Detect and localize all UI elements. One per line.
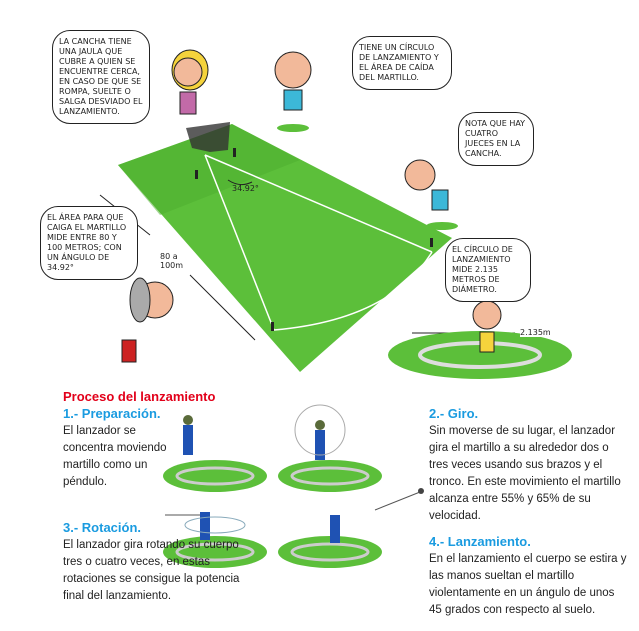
safety-cage-icon [186, 122, 230, 152]
step-title-release: 4.- Lanzamiento. [429, 534, 531, 549]
circle-width-label: 2.135m [520, 328, 551, 337]
character-girl-pigtails [472, 300, 502, 353]
character-grandma [121, 277, 174, 363]
character-girl-brown [404, 159, 458, 230]
step-text-rotation: El lanzador gira rotando su cuerpo tres … [63, 539, 240, 602]
step-illustration-preparation [163, 415, 267, 492]
throwing-circle [388, 331, 572, 379]
step-illustration-rotation [163, 512, 267, 568]
section-title: Proceso del lanzamiento [63, 389, 216, 404]
sector-line-right [204, 154, 433, 253]
step-title-preparation: 1.- Preparación. [63, 406, 161, 421]
speech-bubble-diameter: El círculo de lanzamiento mide 2.135 met… [445, 238, 531, 302]
sector-arc [273, 251, 433, 331]
speech-bubble-judges: Nota que hay cuatro jueces en la cancha. [458, 112, 534, 166]
speech-bubble-area: El área para que caiga el martillo mide … [40, 206, 138, 280]
judge-icon [430, 238, 433, 247]
step-illustration-spin [278, 404, 382, 492]
step-text-preparation: El lanzador se concentra moviendo martil… [63, 425, 167, 488]
speech-bubble-circle-area: Tiene un círculo de lanzamiento y el áre… [352, 36, 452, 90]
step-illustration-release [278, 488, 424, 568]
character-boy-glasses [274, 51, 312, 132]
sector-line-left [204, 154, 275, 331]
judge-icon [195, 170, 198, 179]
speech-bubble-cage: La cancha tiene una jaula que cubre a qu… [52, 30, 150, 124]
step-title-spin: 2.- Giro. [429, 406, 479, 421]
step-text-release: En el lanzamiento el cuerpo se estira y … [429, 553, 627, 616]
angle-label: 34.92° [232, 184, 259, 193]
distance-label: 80 a 100m [160, 252, 184, 270]
character-girl-blonde [171, 49, 209, 115]
judge-icon [271, 322, 274, 331]
step-title-rotation: 3.- Rotación. [63, 520, 142, 535]
step-text-spin: Sin moverse de su lugar, el lanzador gir… [429, 425, 621, 522]
judge-icon [233, 148, 236, 157]
